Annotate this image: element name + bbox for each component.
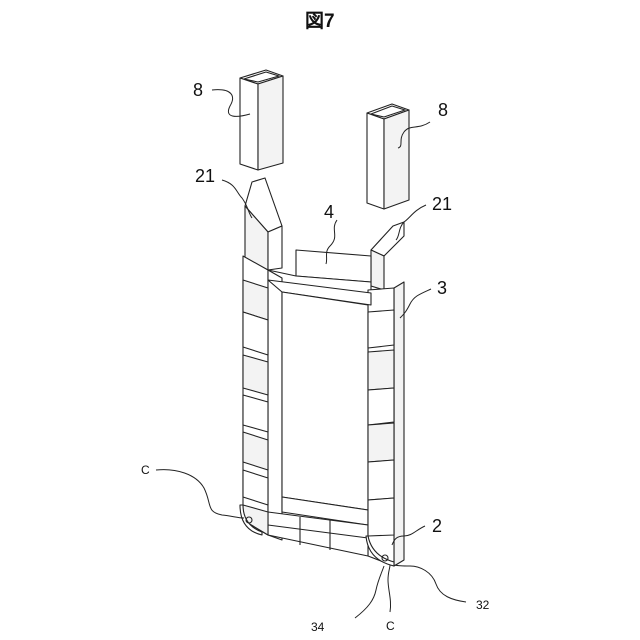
label-corner-right: C — [386, 619, 395, 633]
label-base-frame: 2 — [432, 516, 442, 536]
label-corner-left: C — [141, 463, 150, 477]
right-square-tube — [367, 104, 409, 209]
figure-title: 図7 — [305, 10, 335, 32]
left-angled-arm — [245, 178, 282, 270]
label-arm-right: 21 — [432, 194, 452, 214]
label-post-left: 8 — [193, 80, 203, 100]
label-plate: 4 — [324, 202, 334, 222]
left-square-tube — [240, 70, 283, 170]
label-part-34: 34 — [311, 620, 325, 634]
left-post-blocks — [243, 280, 268, 535]
label-part-32: 32 — [476, 598, 490, 612]
right-post-blocks — [368, 310, 394, 536]
label-post-right: 8 — [438, 100, 448, 120]
label-arm-left: 21 — [195, 166, 215, 186]
label-side-panel: 3 — [437, 278, 447, 298]
